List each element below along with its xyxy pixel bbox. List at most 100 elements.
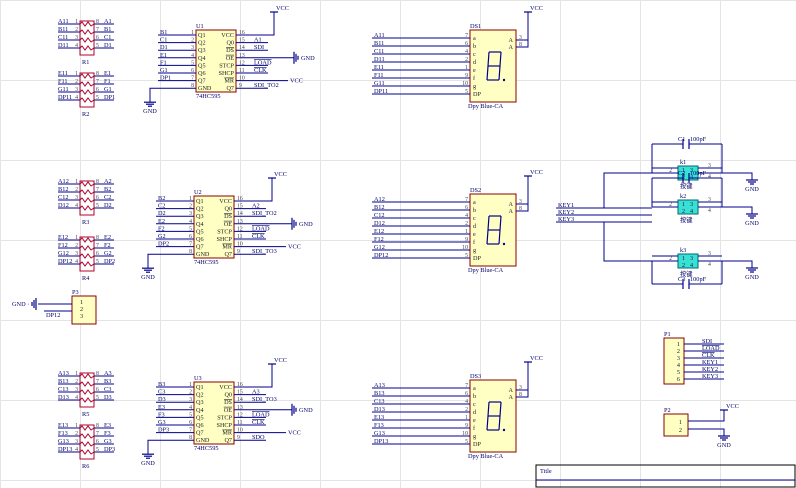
pin-number: 1 [682,201,685,208]
net-label: A1 [104,18,112,25]
segment [487,215,490,231]
pin-number: 7 [96,79,99,85]
net-label: SDI [254,44,264,51]
net-label: F12 [58,242,68,249]
pin-number: 7 [96,379,99,385]
vcc-symbol: VCC [268,357,287,374]
segment-label: g [473,83,476,90]
pin-number: 7 [96,187,99,193]
resistor [79,425,95,431]
ref-designator: P2 [664,407,671,414]
pin-name: Q3 [196,399,204,406]
pin-number: 8 [96,19,99,25]
pin-number: 14 [237,397,243,403]
pin-number: 12 [237,412,243,418]
net-label: G11 [374,80,385,87]
pin-number: 11 [237,234,243,240]
pin-name: MR [222,430,233,437]
pin-name: OE [226,55,234,62]
pin-number: 4 [465,399,468,405]
pin-number: 6 [96,87,99,93]
net-label: F13 [374,422,384,429]
ic-body [193,195,235,259]
net-label: A1 [254,37,262,44]
gnd-wire [147,253,156,269]
pin-number: 3 [519,385,522,391]
pin-number: 2 [75,431,78,437]
pin-name: Q2 [196,392,204,399]
pin-number: 8 [96,371,99,377]
gnd-wire [722,260,753,268]
net-label: C1 [104,34,111,41]
net-label: SDI_TO2 [254,82,279,89]
net-label: E13 [374,414,384,421]
gnd-wire [147,439,156,455]
net-label: E2 [158,218,165,225]
net-label: D2 [158,210,166,217]
resistor [79,373,95,379]
pin-number: 3 [80,313,83,320]
net-label: DP11 [374,88,388,95]
net-label: CLK [254,67,267,74]
pin-number: 3 [519,199,522,205]
resistor [79,433,95,439]
pin-number: 3 [708,197,711,203]
pin-number: 2 [465,407,468,413]
gnd-symbol: GND [291,403,313,416]
vcc-label: VCC [274,357,287,364]
segment-label: b [473,207,476,214]
net-label: G13 [374,430,385,437]
resnet-body [79,372,95,408]
pin-number: 3 [519,35,522,41]
com-label: A [509,394,514,401]
segment-label: d [473,59,477,66]
segment-label: c [473,401,476,408]
pin-number: 6 [189,420,192,426]
pin-name: Q7 [224,251,232,258]
pin-number: 6 [96,387,99,393]
pin-number: 13 [239,53,245,59]
segment [487,51,490,67]
pin-number: 2 [682,262,685,269]
segment-label: a [473,199,476,206]
pin-number: 1 [75,19,78,25]
segment-label: b [473,43,476,50]
segment-label: DP [473,441,481,448]
title-block: Title [535,464,796,488]
pin-number: 8 [519,392,522,398]
net-label: B11 [374,40,384,47]
pin-number: 2 [75,27,78,33]
net-label: SDI_TO3 [252,396,277,403]
pin-number: 15 [237,204,243,210]
pin-number: 8 [519,206,522,212]
pin-name: SHCP [217,236,233,243]
pin-number: 11 [237,420,243,426]
net-label: B1 [160,29,167,36]
resistor [79,245,95,251]
wire [603,222,652,262]
pin-name: Q6 [198,70,206,77]
pin-number: 5 [96,447,99,453]
pin-number: 2 [189,390,192,396]
pin-number: 6 [96,439,99,445]
gnd-label: GND [745,186,759,193]
segment-label: f [473,425,476,432]
pin-number: 9 [237,249,240,255]
net-label: KEY2 [702,366,718,373]
pin-number: 4 [75,95,78,101]
vcc-label: VCC [530,355,543,362]
net-label: A12 [58,178,69,185]
resistor [79,89,95,95]
ref-designator: P3 [72,289,79,296]
vcc-label: VCC [288,244,301,251]
com-label: A [509,201,514,208]
pin-name: Q2 [196,206,204,213]
net-label: SDI_TO2 [252,210,277,217]
pin-number: 5 [677,369,680,376]
net-label: G12 [58,250,69,257]
pin-number: 5 [96,43,99,49]
pin-number: 1 [682,167,685,174]
